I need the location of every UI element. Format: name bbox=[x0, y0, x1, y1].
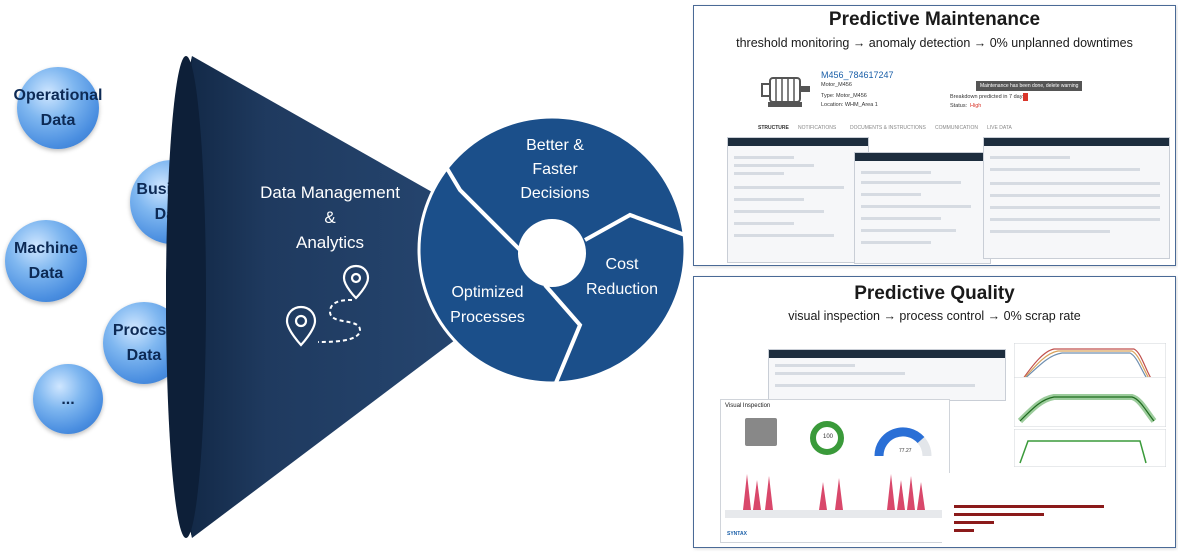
brand-logo: SYNTAX bbox=[727, 531, 747, 537]
predictive-maintenance-panel: Predictive Maintenance threshold monitor… bbox=[693, 5, 1176, 266]
better-decisions-label: Better & Faster Decisions bbox=[520, 137, 590, 202]
asset-sub: Motor_M456 bbox=[821, 82, 852, 88]
asset-id[interactable]: M456_784617247 bbox=[821, 70, 894, 80]
gauge-chart bbox=[874, 427, 932, 457]
funnel-label: Data Management & Analytics bbox=[260, 183, 400, 252]
bubble-label: Machine bbox=[13, 240, 78, 257]
tab-communication[interactable]: COMMUNICATION bbox=[935, 125, 978, 131]
asset-type: Type: Motor_M456 bbox=[821, 93, 867, 99]
more-data-bubble: ... bbox=[33, 364, 103, 434]
erp-screenshot bbox=[983, 137, 1170, 259]
bubble-label: Process bbox=[112, 322, 176, 339]
wheel-divider bbox=[584, 212, 686, 242]
motor-icon bbox=[761, 77, 810, 107]
cost-reduction-label: Cost Reduction bbox=[585, 256, 659, 298]
process-band-chart bbox=[1014, 377, 1166, 427]
part-thumbnail bbox=[745, 418, 777, 446]
erp-screenshot bbox=[727, 137, 869, 263]
tab-structure[interactable]: STRUCTURE bbox=[758, 125, 789, 131]
tab-bar: STRUCTURE NOTIFICATIONS DOCUMENTS & INST… bbox=[758, 125, 1088, 135]
predictive-quality-panel: Predictive Quality visual inspection → p… bbox=[693, 276, 1176, 548]
tab-documents[interactable]: DOCUMENTS & INSTRUCTIONS bbox=[850, 125, 926, 131]
bubble-label: Operational bbox=[13, 87, 103, 104]
funnel-diagram bbox=[166, 56, 687, 538]
tab-live-data[interactable]: LIVE DATA bbox=[987, 125, 1012, 131]
funnel-shape bbox=[166, 56, 455, 538]
tooltip: Maintenance has been done, delete warnin… bbox=[976, 81, 1083, 91]
wheel-divider bbox=[543, 283, 583, 386]
donut-chart bbox=[810, 421, 844, 455]
inspection-dashboard: Visual Inspection 100 77.27 SYNTAX bbox=[720, 399, 950, 543]
erp-screenshot bbox=[854, 152, 991, 264]
bubble-label: Data bbox=[40, 112, 76, 129]
tab-notifications[interactable]: NOTIFICATIONS bbox=[798, 125, 837, 131]
warning-icon[interactable] bbox=[1023, 93, 1028, 101]
section-label: Visual Inspection bbox=[725, 403, 771, 409]
asset-location: Location: WHM_Area 1 bbox=[821, 102, 878, 108]
wheel-divider bbox=[443, 163, 522, 252]
map-pin-icon bbox=[342, 264, 370, 300]
route-line bbox=[317, 299, 362, 343]
bubble-label: ... bbox=[61, 390, 75, 408]
spike-chart bbox=[725, 474, 945, 518]
panel-subtitle: threshold monitoring → anomaly detection… bbox=[736, 36, 1133, 50]
panel-subtitle: visual inspection → process control → 0%… bbox=[788, 309, 1081, 323]
breakdown-text: Breakdown predicted in 7 days bbox=[950, 94, 1026, 100]
donut-value: 100 bbox=[823, 434, 834, 440]
bubble-label: Data bbox=[126, 347, 162, 364]
map-pin-icon bbox=[285, 305, 317, 347]
bar-ranking-chart bbox=[942, 473, 1142, 543]
status-value: High bbox=[970, 103, 982, 109]
status-label: Status: bbox=[950, 103, 968, 109]
panel-title: Predictive Quality bbox=[854, 283, 1015, 304]
gauge-value: 77.27 bbox=[899, 448, 912, 454]
optimized-processes-label: Optimized Processes bbox=[450, 284, 525, 326]
bubble-label: Data bbox=[28, 265, 64, 282]
erp-screenshot bbox=[768, 349, 1006, 401]
panel-title: Predictive Maintenance bbox=[828, 9, 1041, 30]
wheel-hub bbox=[518, 219, 586, 287]
process-control-chart bbox=[1014, 429, 1166, 467]
